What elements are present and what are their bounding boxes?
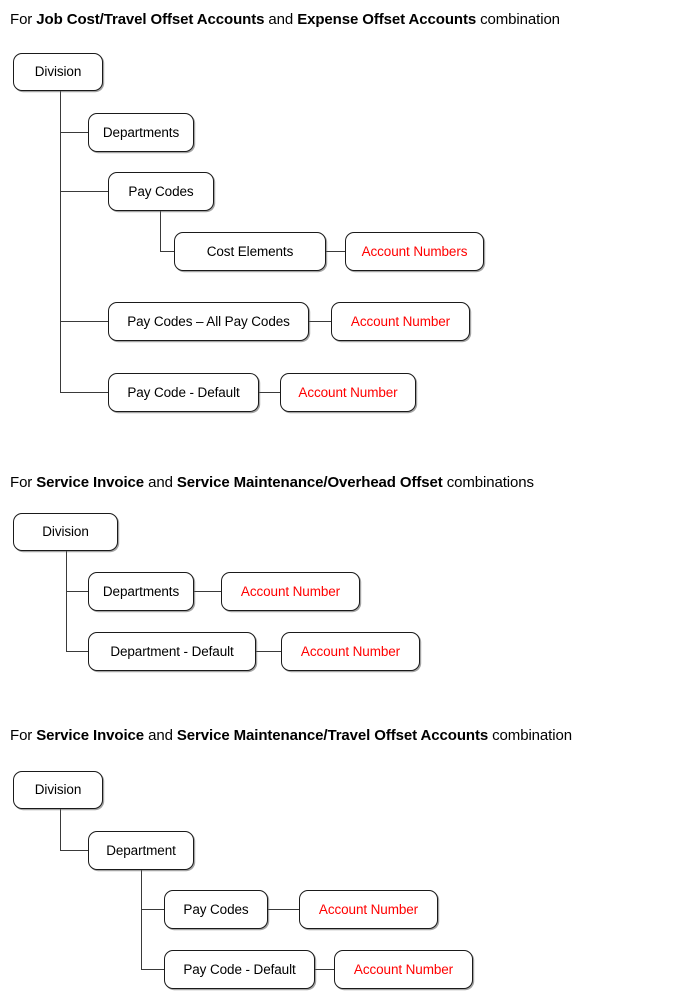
heading-conjunction: and — [264, 11, 298, 28]
node-pay-codes: Pay Codes — [164, 890, 268, 929]
connector-branch-departments — [60, 132, 88, 134]
heading-suffix: combination — [476, 11, 560, 28]
connector-link-pay-codes-account-number — [268, 909, 299, 911]
heading-conjunction: and — [144, 474, 177, 491]
heading-term-one: Job Cost/Travel Offset Accounts — [36, 11, 265, 28]
node-pay-codes-all-pay-codes: Pay Codes – All Pay Codes — [108, 302, 309, 341]
section-heading: For Job Cost/Travel Offset Accounts and … — [10, 10, 560, 29]
heading-term-two: Service Maintenance/Travel Offset Accoun… — [176, 727, 489, 744]
connector-trunk-division — [60, 91, 62, 393]
connector-branch-pay-codes — [60, 191, 108, 193]
connector-trunk-division — [66, 551, 68, 652]
node-department-default: Department - Default — [88, 632, 256, 671]
heading-conjunction: and — [144, 727, 177, 744]
connector-link-pay-code-default-account-number — [315, 969, 334, 971]
connector-link-department-default-account-number — [256, 651, 281, 653]
heading-term-two: Expense Offset Accounts — [297, 11, 477, 28]
heading-suffix: combination — [488, 727, 572, 744]
node-department: Department — [88, 831, 194, 870]
section-heading: For Service Invoice and Service Maintena… — [10, 726, 572, 745]
node-pay-code-default: Pay Code - Default — [108, 373, 259, 412]
connector-branch-cost-elements — [160, 251, 174, 253]
node-pay-code-default: Pay Code - Default — [164, 950, 315, 989]
node-account-number-pay-code-default: Account Number — [334, 950, 473, 989]
section-heading: For Service Invoice and Service Maintena… — [10, 473, 534, 492]
connector-branch-pay-code-default — [60, 392, 108, 394]
connector-link-pay-codes-all-account-number — [309, 321, 331, 323]
connector-branch-pay-codes-all — [60, 321, 108, 323]
connector-trunk-division — [60, 809, 62, 851]
connector-link-pay-code-default-account-number — [259, 392, 280, 394]
heading-suffix: combinations — [442, 474, 534, 491]
connector-branch-department — [60, 850, 88, 852]
connector-link-departments-account-number — [194, 591, 221, 593]
node-division: Division — [13, 53, 103, 91]
node-account-number-pay-codes-all: Account Number — [331, 302, 470, 341]
node-account-numbers: Account Numbers — [345, 232, 484, 271]
node-division: Division — [13, 513, 118, 551]
heading-prefix: For — [10, 727, 37, 744]
connector-link-cost-elements-account-numbers — [326, 251, 345, 253]
node-account-number-pay-code-default: Account Number — [280, 373, 416, 412]
connector-branch-departments — [66, 591, 88, 593]
heading-prefix: For — [10, 474, 37, 491]
node-account-number-department-default: Account Number — [281, 632, 420, 671]
node-departments: Departments — [88, 572, 194, 611]
node-account-number-pay-codes: Account Number — [299, 890, 438, 929]
node-cost-elements: Cost Elements — [174, 232, 326, 271]
connector-descender-pay-codes — [160, 211, 162, 252]
node-departments: Departments — [88, 113, 194, 152]
heading-prefix: For — [10, 11, 37, 28]
heading-term-one: Service Invoice — [36, 727, 145, 744]
connector-branch-pay-codes — [141, 909, 164, 911]
node-division: Division — [13, 771, 103, 809]
heading-term-two: Service Maintenance/Overhead Offset — [176, 474, 443, 491]
node-pay-codes: Pay Codes — [108, 172, 214, 211]
heading-term-one: Service Invoice — [36, 474, 145, 491]
connector-trunk-department — [141, 870, 143, 970]
connector-branch-department-default — [66, 651, 88, 653]
connector-branch-pay-code-default — [141, 969, 164, 971]
node-account-number-departments: Account Number — [221, 572, 360, 611]
